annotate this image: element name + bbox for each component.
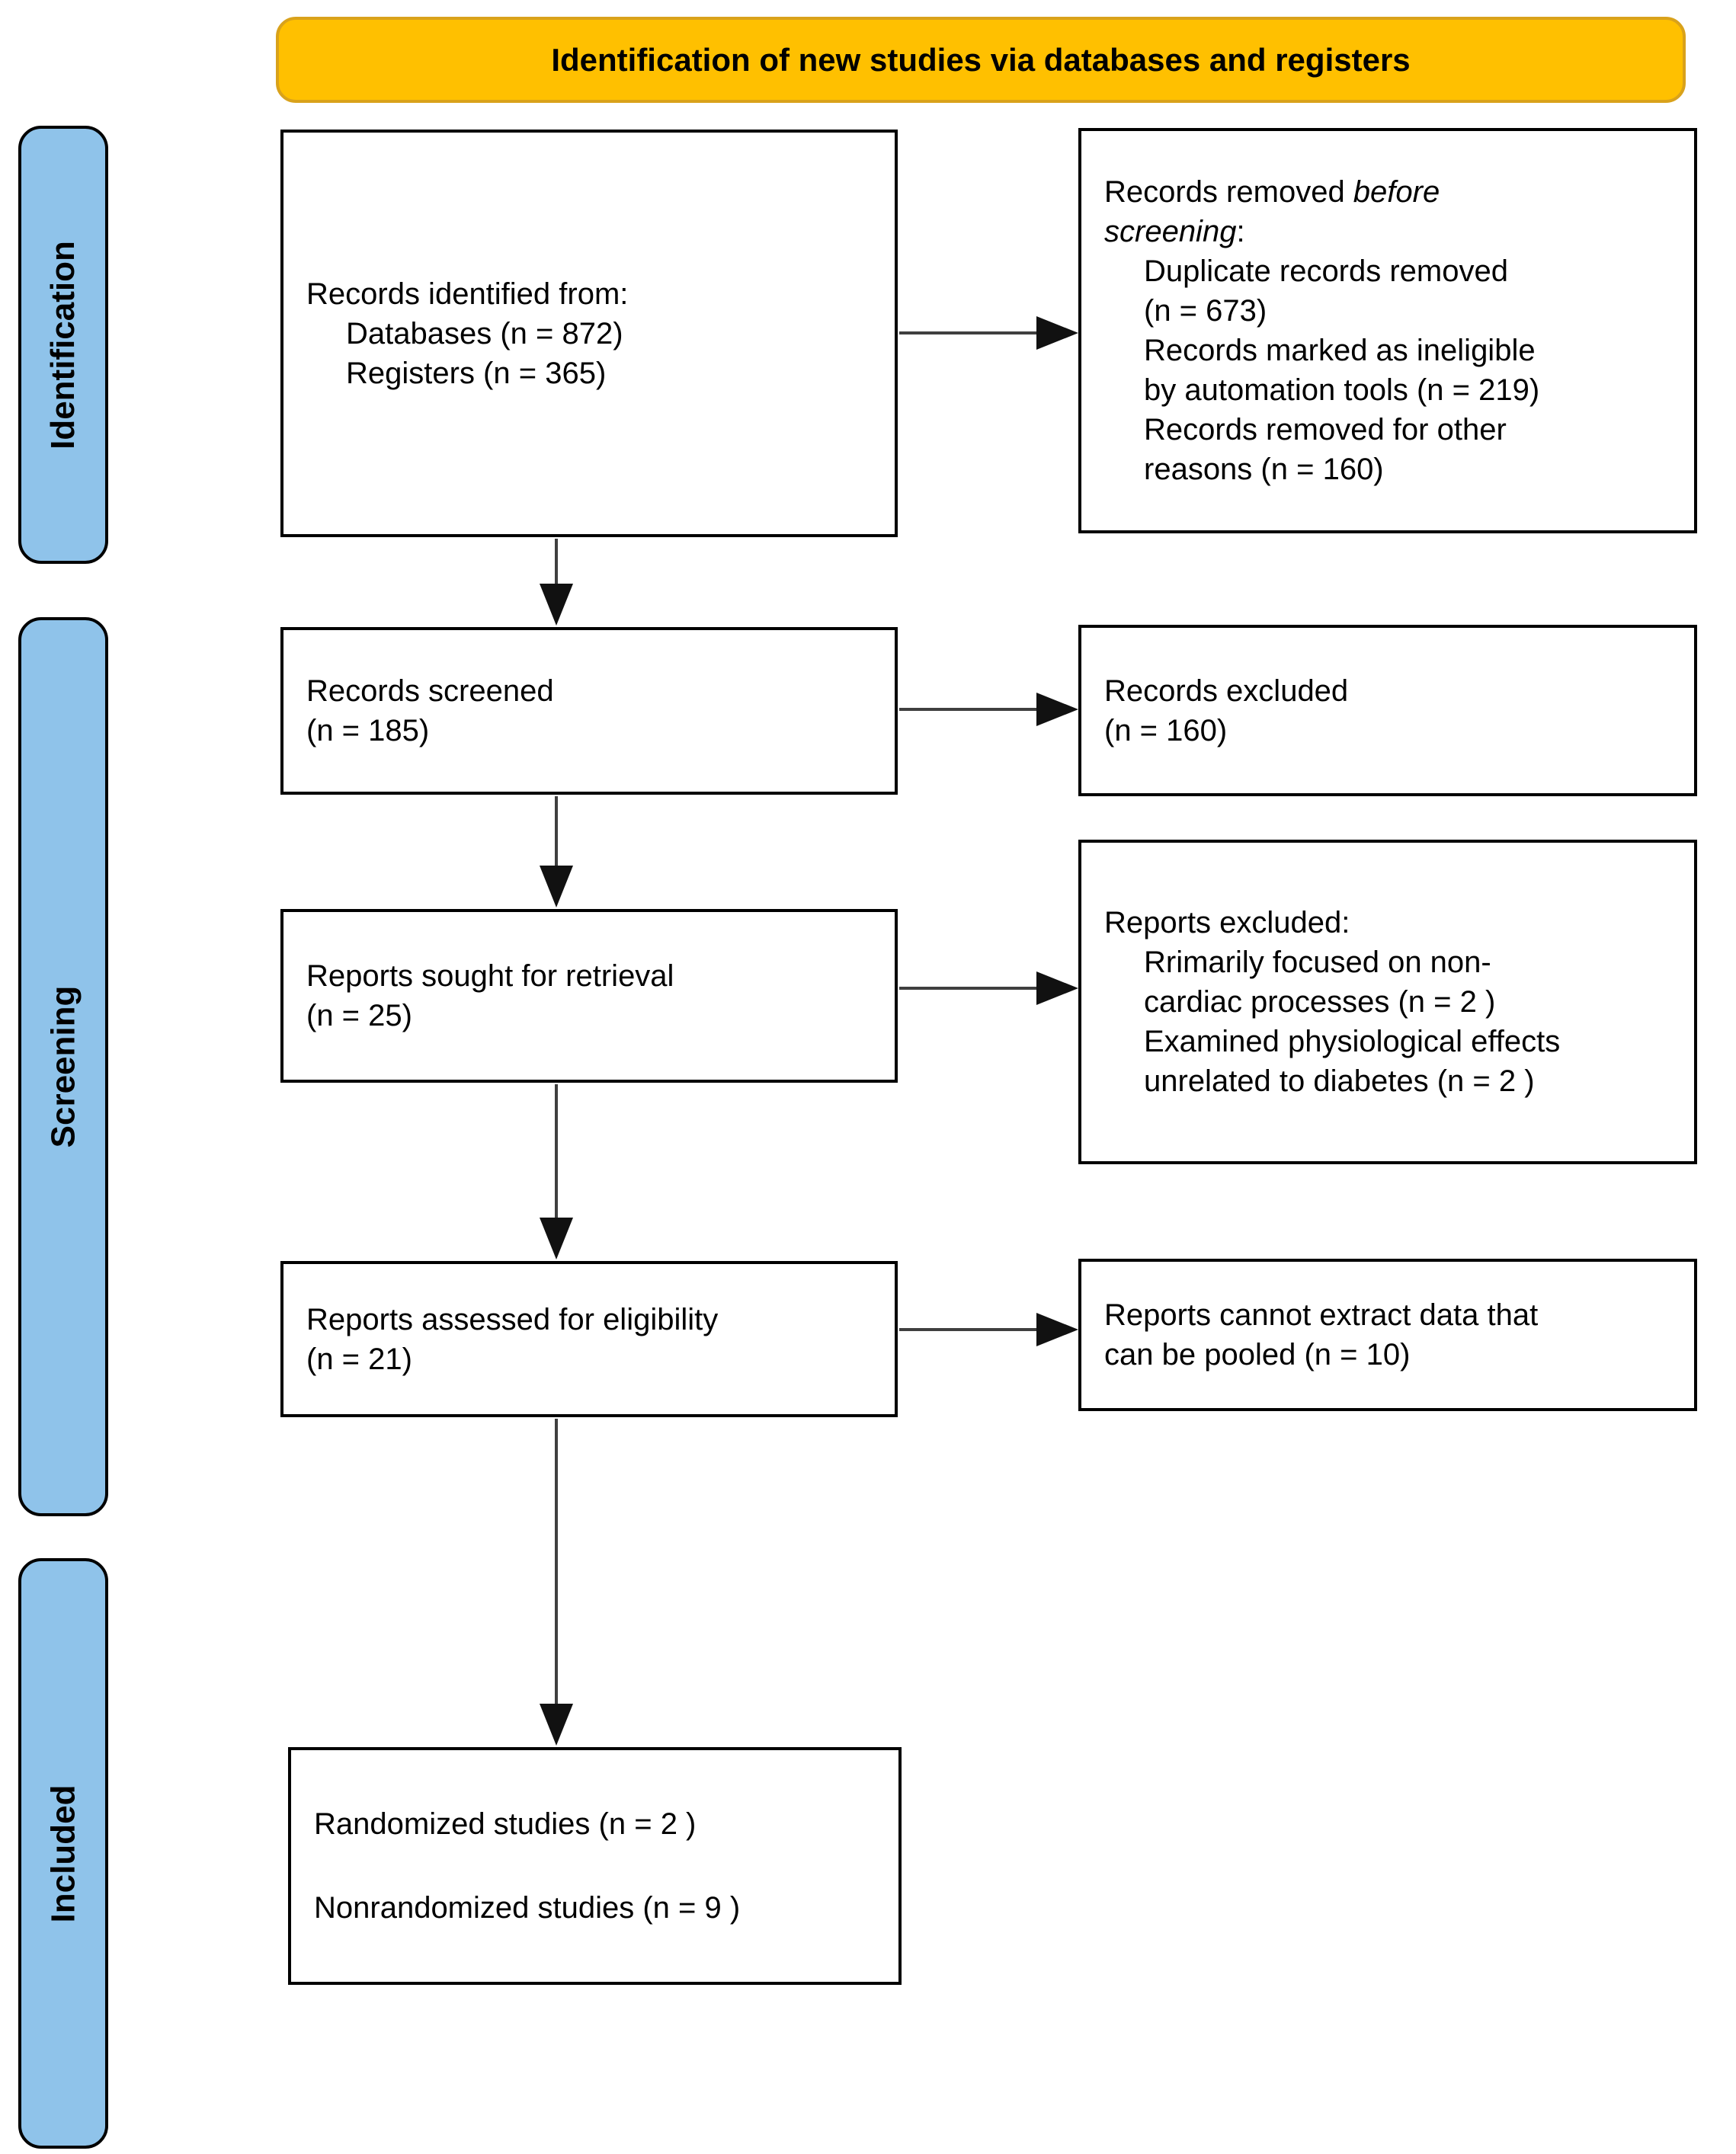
box-included-studies: Randomized studies (n = 2 ) Nonrandomize…	[288, 1747, 902, 1985]
records-removed-heading: Records removed before screening:	[1104, 172, 1440, 251]
records-identified-heading: Records identified from:	[306, 277, 629, 311]
reports-excluded-item: Examined physiological effects unrelated…	[1144, 1025, 1561, 1098]
arrow-screened-to-excluded	[899, 693, 1078, 726]
records-removed-item: Duplicate records removed (n = 673)	[1144, 254, 1508, 328]
arrow-assessed-to-not-pooled	[899, 1313, 1078, 1346]
arrow-screened-to-sought	[540, 796, 573, 907]
arrow-sought-to-assessed	[540, 1084, 573, 1259]
box-reports-excluded: Reports excluded: Rrimarily focused on n…	[1078, 840, 1697, 1164]
reports-excluded-heading: Reports excluded:	[1104, 906, 1350, 939]
records-removed-heading-italic: before screening	[1104, 175, 1440, 248]
stage-label-identification: Identification	[18, 126, 108, 564]
reports-sought-text: Reports sought for retrieval (n = 25)	[306, 959, 674, 1032]
records-removed-heading-prefix: Records removed	[1104, 175, 1353, 209]
stage-label-included-text: Included	[44, 1784, 82, 1922]
records-identified-item: Registers (n = 365)	[346, 356, 607, 390]
arrow-identified-to-screened	[540, 539, 573, 626]
arrow-identified-to-removed	[899, 316, 1078, 350]
records-removed-item: Records marked as ineligible by automati…	[1144, 334, 1540, 407]
stage-label-screening: Screening	[18, 617, 108, 1516]
box-records-removed: Records removed before screening: Duplic…	[1078, 128, 1697, 533]
records-excluded-text: Records excluded (n = 160)	[1104, 674, 1349, 747]
records-identified-item: Databases (n = 872)	[346, 316, 623, 350]
stage-label-identification-text: Identification	[44, 240, 82, 450]
included-randomized-text: Randomized studies (n = 2 )	[314, 1807, 697, 1841]
records-screened-text: Records screened (n = 185)	[306, 674, 554, 747]
arrow-sought-to-reports-excluded	[899, 971, 1078, 1005]
reports-not-pooled-text: Reports cannot extract data that can be …	[1104, 1298, 1539, 1371]
box-reports-not-pooled: Reports cannot extract data that can be …	[1078, 1259, 1697, 1411]
box-records-identified: Records identified from: Databases (n = …	[280, 130, 898, 537]
reports-assessed-text: Reports assessed for eligibility (n = 21…	[306, 1302, 719, 1376]
box-records-excluded: Records excluded (n = 160)	[1078, 625, 1697, 796]
reports-excluded-item: Rrimarily focused on non- cardiac proces…	[1144, 946, 1496, 1019]
included-nonrandomized-text: Nonrandomized studies (n = 9 )	[314, 1891, 741, 1925]
arrow-assessed-to-included	[540, 1419, 573, 1746]
stage-label-included: Included	[18, 1558, 108, 2149]
stage-label-screening-text: Screening	[44, 985, 82, 1148]
box-reports-assessed: Reports assessed for eligibility (n = 21…	[280, 1261, 898, 1417]
box-records-screened: Records screened (n = 185)	[280, 627, 898, 795]
banner-title: Identification of new studies via databa…	[276, 17, 1686, 103]
box-reports-sought: Reports sought for retrieval (n = 25)	[280, 909, 898, 1083]
records-removed-heading-suffix: :	[1236, 215, 1245, 248]
records-removed-item: Records removed for other reasons (n = 1…	[1144, 413, 1507, 486]
